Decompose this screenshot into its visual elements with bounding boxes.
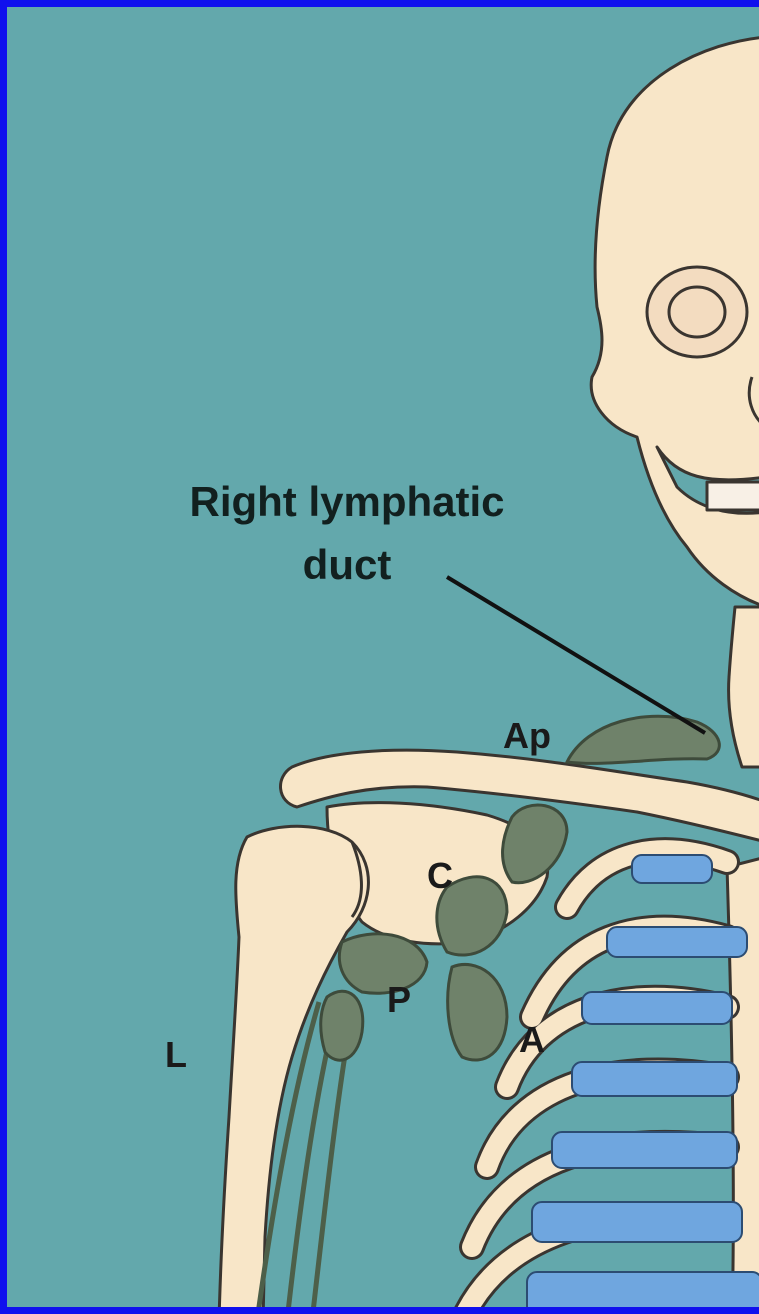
cartilage-2 bbox=[607, 927, 747, 957]
title-line-1: Right lymphatic bbox=[137, 472, 557, 532]
label-ap: Ap bbox=[503, 715, 551, 757]
label-c: C bbox=[427, 855, 453, 897]
apical-nodes bbox=[567, 716, 719, 763]
cartilage-5 bbox=[552, 1132, 737, 1168]
cartilage-4 bbox=[572, 1062, 737, 1096]
cartilage-1 bbox=[632, 855, 712, 883]
label-l: L bbox=[165, 1034, 187, 1076]
label-a: A bbox=[519, 1019, 545, 1061]
lateral-nodes bbox=[339, 934, 427, 993]
label-p: P bbox=[387, 979, 411, 1021]
posterior-nodes bbox=[321, 991, 363, 1060]
subclavian-nodes bbox=[503, 805, 567, 883]
teeth bbox=[707, 482, 759, 510]
cartilage-7 bbox=[527, 1272, 759, 1314]
eye-socket bbox=[647, 267, 747, 357]
pectoral-nodes bbox=[448, 964, 507, 1060]
skeleton-illustration bbox=[7, 7, 759, 1314]
pointer-line bbox=[447, 577, 705, 733]
cartilage-3 bbox=[582, 992, 732, 1024]
title-line-2: duct bbox=[137, 535, 557, 595]
humerus bbox=[219, 826, 368, 1314]
cartilage-6 bbox=[532, 1202, 742, 1242]
cervical-spine bbox=[729, 607, 759, 767]
